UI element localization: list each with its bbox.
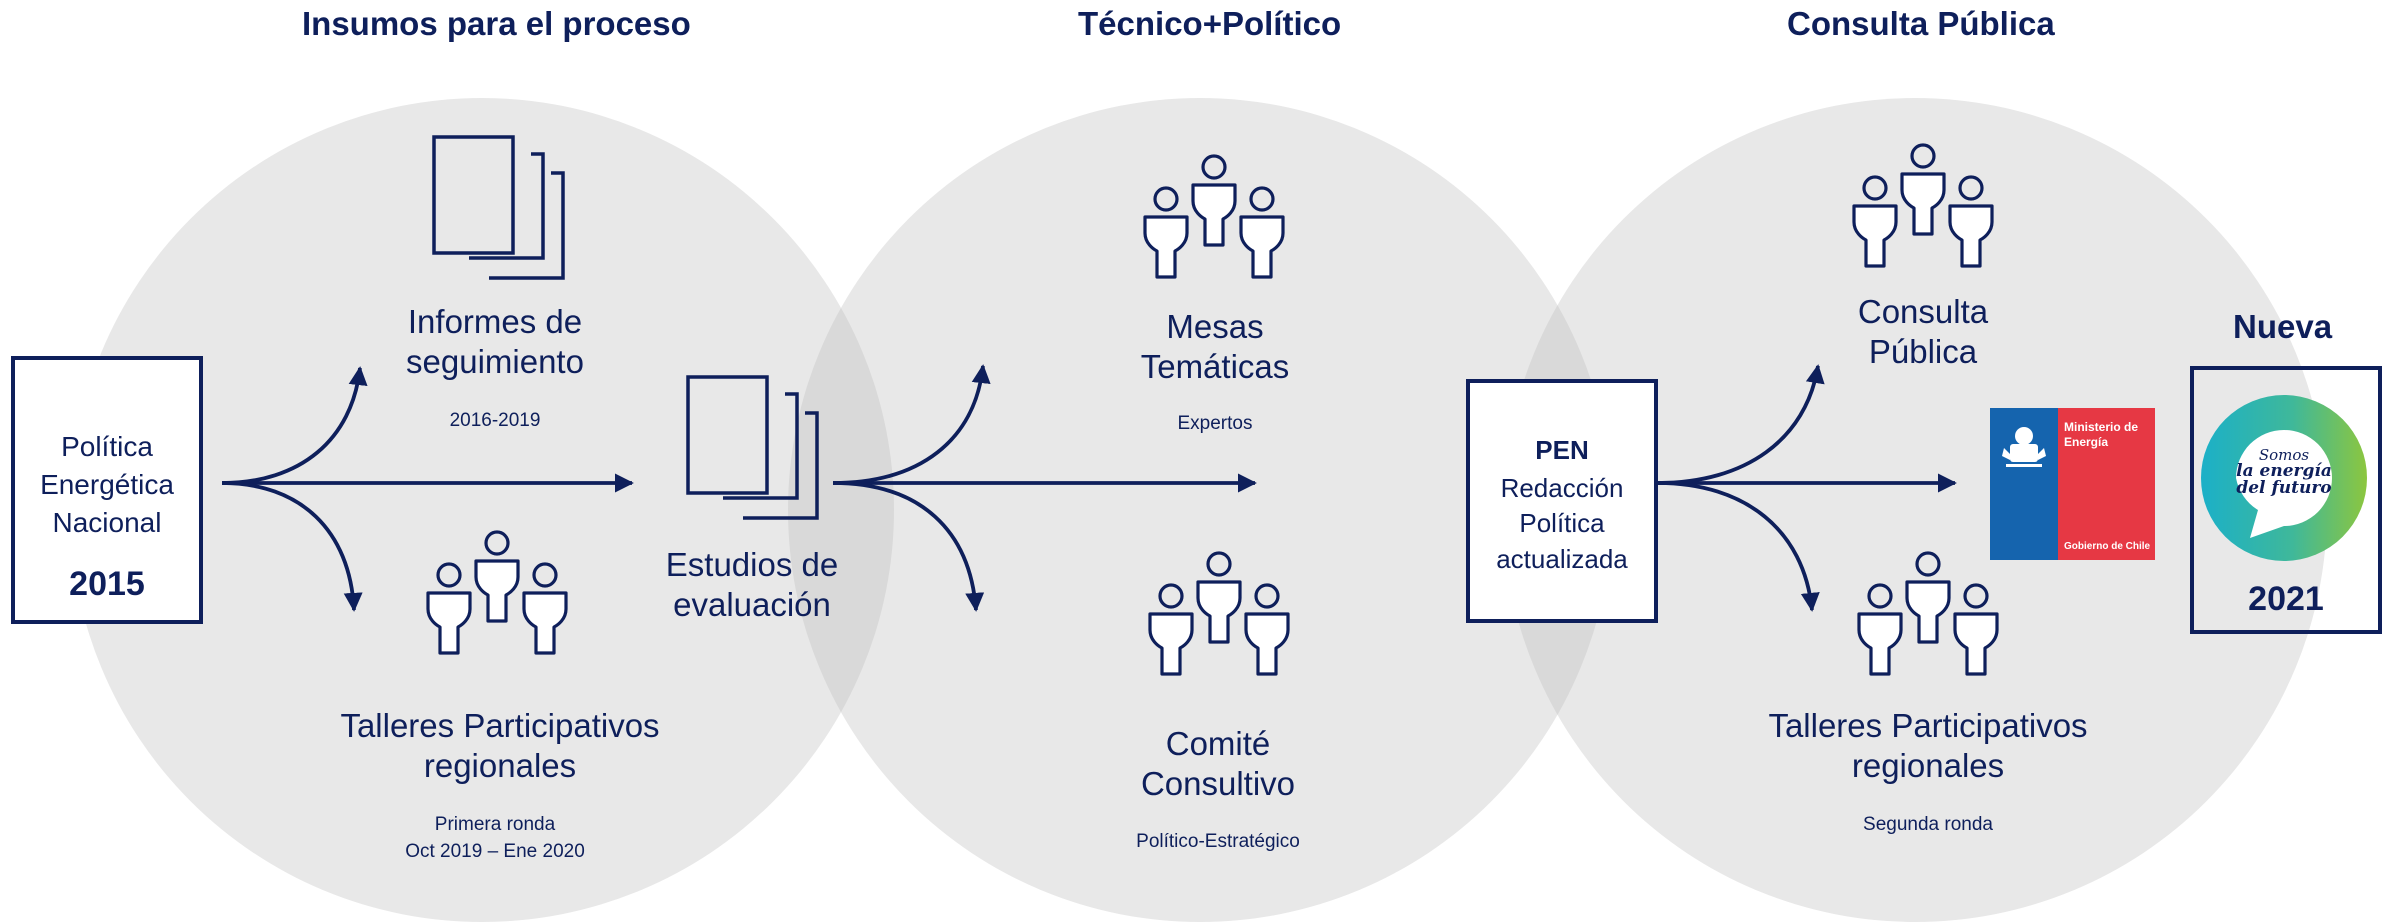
consulta-title: Consulta Pública xyxy=(1803,292,2043,373)
start-box-line1: Política xyxy=(61,431,153,462)
mesas-sub: Expertos xyxy=(1177,413,1253,434)
arrow-up-3 xyxy=(1657,364,1825,485)
talleres1-title: Talleres Participativos regionales xyxy=(300,706,700,787)
talleres1-sub: Primera ronda Oct 2019 – Ene 2020 xyxy=(370,812,620,865)
end-logo-line1: Somos xyxy=(2258,446,2310,464)
informes-line2: seguimiento xyxy=(406,343,584,381)
informes-sub: 2016-2019 xyxy=(449,410,541,431)
comite-line2: Consultivo xyxy=(1140,765,1296,803)
speech-bubble-logo-icon xyxy=(2201,395,2367,561)
pen-box-title: PEN xyxy=(1535,435,1589,465)
comite-sub: Político-Estratégico xyxy=(1136,831,1300,852)
end-box-year: 2021 xyxy=(2248,580,2324,618)
talleres2-line1: Talleres Participativos xyxy=(1768,707,2088,744)
consulta-line1: Consulta xyxy=(1857,293,1989,330)
informes-title: Informes de seguimiento xyxy=(375,302,615,383)
header-tecnico: Técnico+Político xyxy=(1078,5,1342,42)
end-box-nueva: 2021 xyxy=(2190,366,2382,634)
coat-of-arms-icon xyxy=(2002,427,2046,467)
talleres1-line1: Talleres Participativos xyxy=(340,707,660,744)
pen-box: PEN Redacción Política actualizada xyxy=(1466,379,1658,623)
circle-insumos xyxy=(70,98,894,922)
pen-box-line1: Redacción xyxy=(1500,473,1624,503)
start-box-year: 2015 xyxy=(69,565,145,603)
circle-tecnico xyxy=(788,98,1612,922)
comite-title: Comité Consultivo xyxy=(1098,724,1338,805)
circle-consulta xyxy=(1503,98,2327,922)
header-consulta: Consulta Pública xyxy=(1787,5,2055,42)
arrow-down-1 xyxy=(221,481,363,612)
arrow-up-2 xyxy=(832,364,991,485)
estudios-title: Estudios de evaluación xyxy=(632,545,872,626)
talleres1-line2: regionales xyxy=(423,747,577,785)
mesas-title: Mesas Temáticas xyxy=(1095,307,1335,388)
ministerio-logo xyxy=(1990,408,2155,560)
talleres1-sub1: Primera ronda xyxy=(434,814,556,835)
arrow-down-3 xyxy=(1657,481,1820,612)
informes-line1: Informes de xyxy=(407,303,583,340)
start-box-line2: Energética xyxy=(40,468,174,500)
end-logo-line3: del futuro xyxy=(2236,478,2332,498)
start-box-politica: Política Energética Nacional 2015 xyxy=(11,356,203,624)
header-insumos: Insumos para el proceso xyxy=(302,5,691,42)
ministerio-line1: Ministerio de xyxy=(2064,420,2139,434)
end-logo-text: Somos la energía del futuro xyxy=(2236,448,2332,497)
talleres1-sub2: Oct 2019 – Ene 2020 xyxy=(405,840,585,862)
pen-box-line2: Política xyxy=(1519,508,1605,539)
arrow-down-2 xyxy=(832,481,985,612)
consulta-line2: Pública xyxy=(1868,333,1978,371)
ministerio-label: Ministerio de Energía xyxy=(2064,420,2138,450)
header-nueva: Nueva xyxy=(2233,308,2333,345)
talleres2-sub: Segunda ronda xyxy=(1863,814,1993,835)
mesas-line1: Mesas xyxy=(1166,308,1264,345)
start-box-line3: Nacional xyxy=(52,506,162,538)
ministerio-line2: Energía xyxy=(2064,435,2109,449)
estudios-line1: Estudios de xyxy=(665,546,839,583)
pen-box-line3: actualizada xyxy=(1496,543,1628,574)
mesas-line2: Temáticas xyxy=(1140,348,1290,386)
arrow-up-1 xyxy=(221,366,368,485)
estudios-line2: evaluación xyxy=(673,586,831,624)
comite-line1: Comité xyxy=(1165,725,1271,762)
talleres2-title: Talleres Participativos regionales xyxy=(1728,706,2128,787)
talleres2-line2: regionales xyxy=(1851,747,2005,785)
end-logo-line2: la energía xyxy=(2236,461,2332,481)
ministerio-footer: Gobierno de Chile xyxy=(2064,541,2151,552)
